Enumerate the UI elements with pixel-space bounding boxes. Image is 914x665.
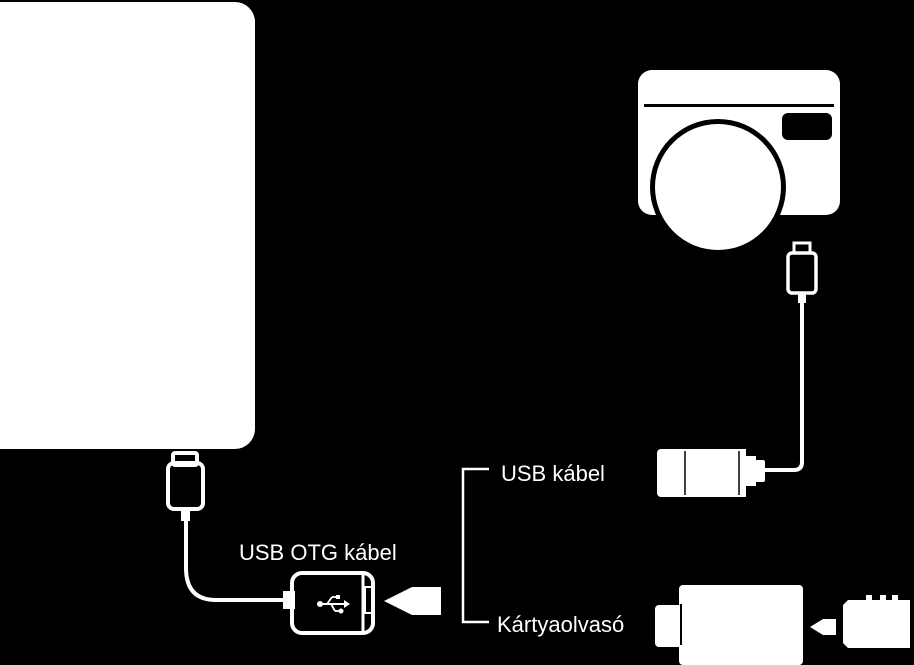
- bracket: [461, 467, 489, 624]
- card-reader: [655, 585, 803, 665]
- tablet-icon: [0, 2, 255, 449]
- usb-icon: [317, 595, 350, 614]
- camera-cable: [755, 302, 804, 472]
- arrow-to-card-reader-icon: [810, 619, 836, 635]
- otg-adapter: [283, 571, 375, 635]
- camera-usb-plug: [786, 241, 818, 303]
- tablet-usb-plug: [166, 451, 205, 521]
- usb-a-plug: [657, 449, 765, 497]
- tablet-to-otg-cable: [184, 520, 292, 602]
- camera-icon: [638, 70, 840, 255]
- card-reader-label: Kártyaolvasó: [497, 612, 625, 637]
- usb-cable-label: USB kábel: [501, 461, 605, 486]
- usb-otg-cable-label: USB OTG kábel: [239, 540, 397, 565]
- arrow-to-otg-icon: [384, 587, 441, 615]
- sd-card-icon: [843, 595, 910, 648]
